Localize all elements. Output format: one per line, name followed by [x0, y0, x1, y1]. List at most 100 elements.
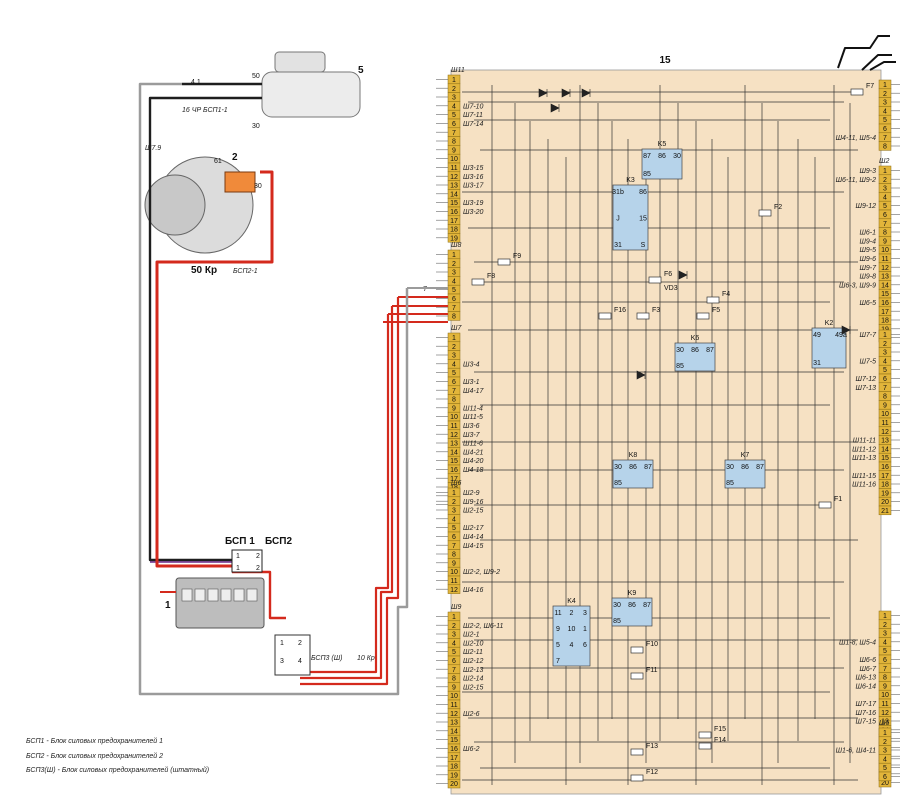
left-connector-pin-number: 20 — [450, 781, 458, 788]
right-connector-pin-number: 2 — [883, 622, 887, 629]
right-connector-pin-number: 9 — [883, 683, 887, 690]
fuse-label: F16 — [614, 307, 626, 314]
right-connector-pin-number: 6 — [883, 126, 887, 133]
right-pin-label: Ш6-5 — [859, 300, 876, 307]
battery-cell — [246, 588, 258, 602]
right-pin-label: Ш6-1 — [859, 230, 876, 237]
left-pin-label: Ш2-10 — [463, 640, 484, 647]
fuse-label: F12 — [646, 769, 658, 776]
legend-bsp2: БСП2 - Блок силовых предохранителей 2 — [26, 753, 164, 760]
left-pin-label: Ш3-4 — [463, 361, 480, 368]
wire-label-sh7-9: Ш7.9 — [145, 145, 161, 152]
relay-pin: 31 — [614, 242, 622, 249]
left-connector-pin-number: 12 — [450, 587, 458, 594]
right-pin-label: Ш7-5 — [859, 358, 876, 365]
left-connector-pin-number: 4 — [452, 278, 456, 285]
left-connector-pin-number: 5 — [452, 112, 456, 119]
right-pin-label: Ш1-8, Ш5-4 — [839, 639, 876, 646]
right-pin-label: Ш7-15 — [856, 719, 877, 726]
power-wire — [300, 314, 390, 674]
right-connector-pin-number: 8 — [883, 144, 887, 151]
panel-background — [450, 69, 882, 795]
right-connector-pin-number: 4 — [883, 358, 887, 365]
left-connector-pin-number: 2 — [452, 499, 456, 506]
left-connector-pin-number: 10 — [450, 156, 458, 163]
diode-icon — [841, 325, 851, 335]
legend-bsp1: БСП1 - Блок силовых предохранителей 1 — [26, 738, 164, 745]
starter-pin-50: 50 — [252, 73, 260, 80]
right-pin-label: Ш11-13 — [852, 455, 876, 462]
left-connector-pin-number: 4 — [452, 516, 456, 523]
diode-icon — [538, 88, 548, 98]
battery-number: 1 — [165, 600, 171, 611]
left-pin-label: Ш3-19 — [463, 200, 484, 207]
left-connector-name: Ш8 — [451, 242, 461, 249]
relay-pin: 1 — [583, 626, 587, 633]
left-pin-label: Ш2-2, Ш6-11 — [463, 623, 503, 630]
relay-pin: 86 — [639, 189, 647, 196]
left-pin-label: Ш11-6 — [463, 441, 483, 448]
right-connector-pin-number: 4 — [883, 756, 887, 763]
left-pin-label: Ш4-21 — [463, 449, 484, 456]
relay-pin: 86 — [628, 602, 636, 609]
left-pin-label: Ш2-12 — [463, 658, 484, 665]
battery-cell — [233, 588, 245, 602]
starter-solenoid — [274, 51, 326, 73]
left-connector-pin-number: 13 — [450, 183, 458, 190]
fuse-f9 — [497, 258, 511, 266]
left-connector-pin-number: 12 — [450, 432, 458, 439]
fuse-f14 — [698, 742, 712, 750]
wire-label-50kr: 50 Кр — [191, 265, 217, 276]
fuse-f8 — [471, 278, 485, 286]
generator-pulley — [144, 174, 206, 236]
right-pin-label: Ш4-11, Ш5-4 — [836, 135, 876, 142]
right-pin-label: Ш6-7 — [859, 666, 877, 673]
fuse-label: F9 — [513, 253, 521, 260]
left-pin-label: Ш2-14 — [463, 676, 484, 683]
bsp-pin: 2 — [256, 565, 260, 572]
left-connector-pin-number: 8 — [452, 314, 456, 321]
right-connector-pin-number: 5 — [883, 648, 887, 655]
relay-pin: 87 — [644, 464, 652, 471]
relay-pin: 3 — [583, 610, 587, 617]
right-pin-label: Ш7-17 — [856, 701, 878, 708]
left-pin-label: Ш3-15 — [463, 165, 484, 172]
diode-vd3-label: VD3 — [664, 285, 678, 292]
battery-cell — [220, 588, 232, 602]
left-connector-pin-number: 3 — [452, 353, 456, 360]
relay-pin: 49 — [813, 332, 821, 339]
left-connector-pin-number: 17 — [450, 755, 458, 762]
relay-k2 — [811, 327, 847, 369]
right-connector-pin-number: 14 — [881, 282, 889, 289]
left-connector-pin-number: 4 — [452, 361, 456, 368]
left-connector-pin-number: 13 — [450, 441, 458, 448]
left-connector-pin-number: 15 — [450, 200, 458, 207]
wire-label-4-1: 4.1 — [191, 79, 201, 86]
left-connector-pin-number: 19 — [450, 772, 458, 779]
left-connector-pin-number: 8 — [452, 552, 456, 559]
left-connector-pin-number: 16 — [450, 746, 458, 753]
diode-icon — [550, 103, 560, 113]
right-connector-pin-number: 13 — [881, 719, 889, 726]
relay-pin: 11 — [554, 610, 561, 617]
fuse-label: F5 — [712, 307, 720, 314]
left-connector-pin-number: 11 — [450, 423, 457, 430]
right-connector-pin-number: 7 — [883, 221, 887, 228]
left-pin-label: Ш2-6 — [463, 711, 480, 718]
relay-pin: 30 — [676, 347, 684, 354]
relay-name: K6 — [691, 335, 700, 342]
left-pin-label: Ш3-1 — [463, 379, 480, 386]
left-connector-pin-number: 17 — [450, 218, 458, 225]
relay-pin: J — [616, 216, 620, 223]
wire-label-16: 16 ЧР БСП1-1 — [182, 107, 228, 114]
right-connector-pin-number: 8 — [883, 675, 887, 682]
fuse-f10 — [630, 646, 644, 654]
left-connector-pin-number: 1 — [452, 77, 456, 84]
relay-pin: 31 — [813, 360, 821, 367]
right-pin-label: Ш11-11 — [853, 438, 876, 445]
right-connector-pin-number: 18 — [881, 318, 889, 325]
relay-pin: 85 — [614, 480, 622, 487]
starter-body — [261, 71, 361, 118]
left-pin-label: Ш7-11 — [463, 112, 483, 119]
